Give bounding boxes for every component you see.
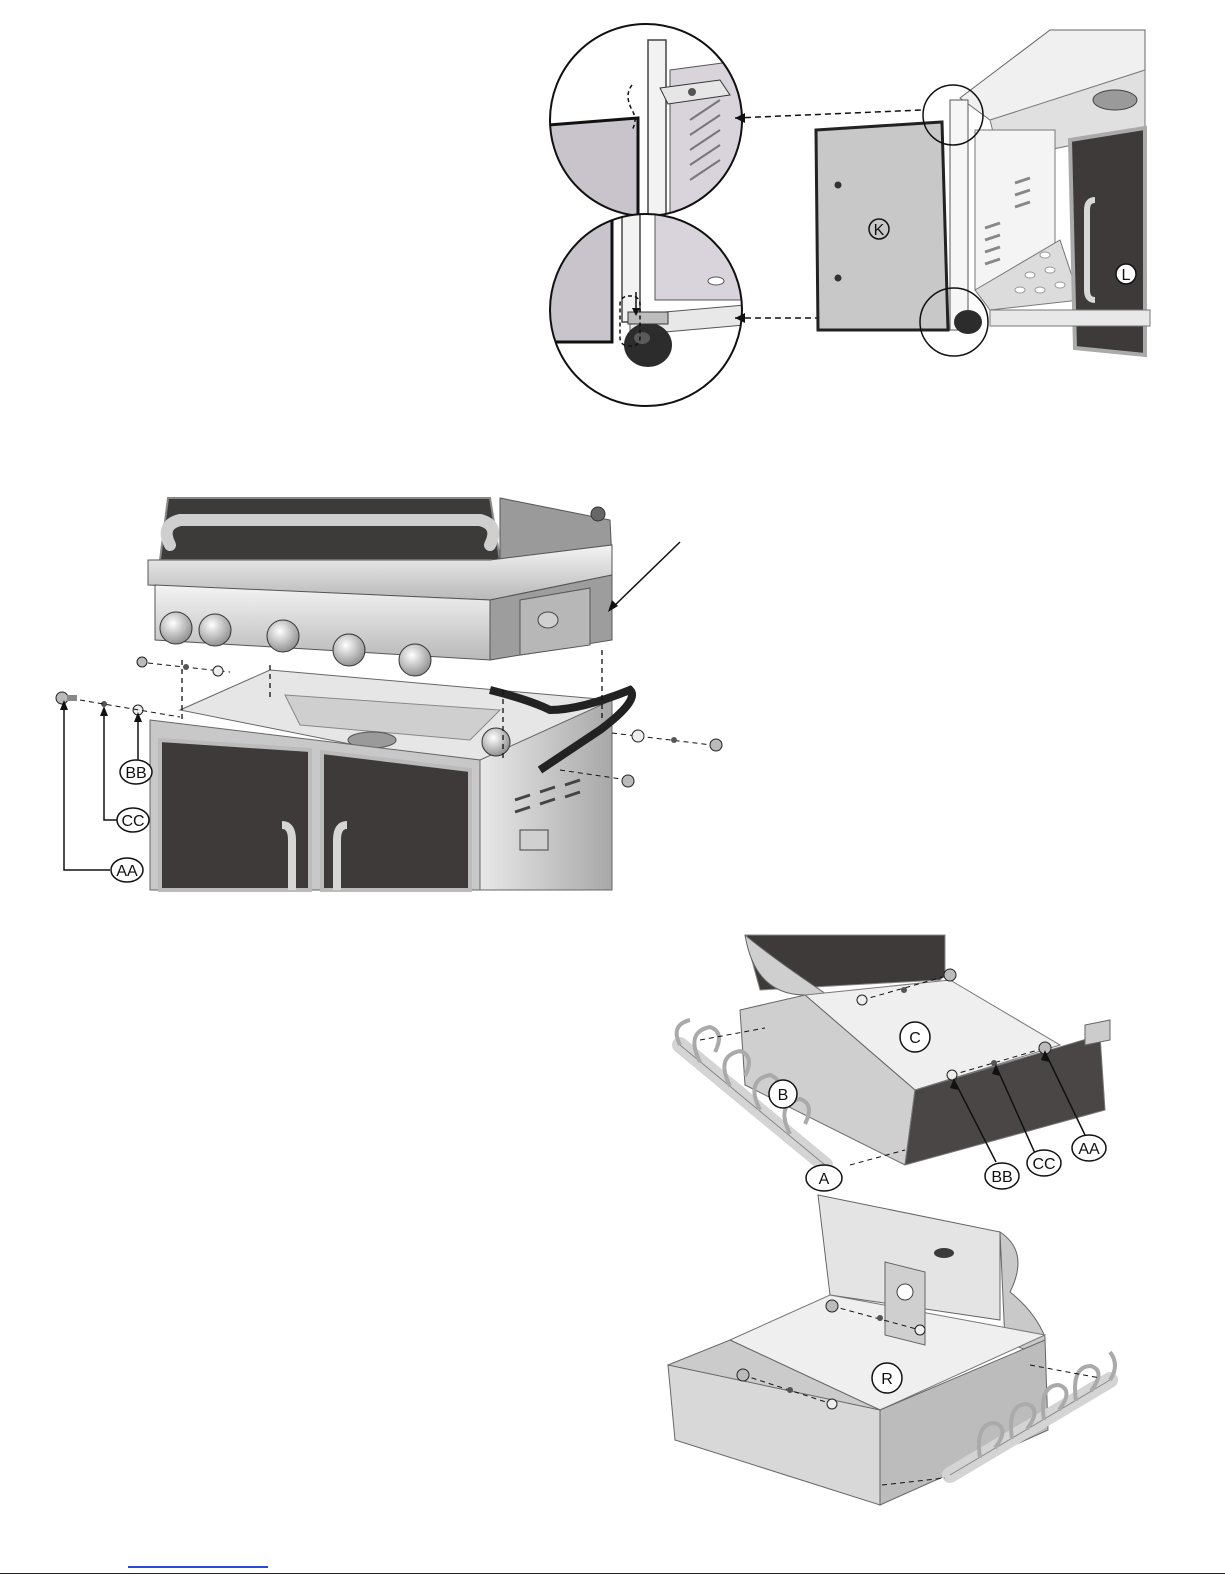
callout-aa-shelf: AA xyxy=(1072,1135,1106,1161)
grill-head-mount-figure: BB CC AA xyxy=(56,498,722,890)
svg-text:A: A xyxy=(819,1171,830,1188)
side-shelf-r-figure: R xyxy=(668,1195,1115,1505)
svg-text:CC: CC xyxy=(1032,1156,1055,1173)
svg-text:AA: AA xyxy=(116,863,138,880)
svg-text:C: C xyxy=(909,1030,921,1047)
label-k: K xyxy=(874,222,885,239)
callout-bb-shelf: BB xyxy=(985,1163,1019,1189)
callout-bb-head: BB xyxy=(120,760,152,784)
svg-text:CC: CC xyxy=(121,813,144,830)
side-shelf-c-figure: C B A BB xyxy=(677,935,1110,1191)
svg-text:B: B xyxy=(778,1087,789,1104)
control-panel xyxy=(148,545,612,676)
callout-cc-head: CC xyxy=(117,808,149,832)
door-install-figure: K L xyxy=(548,22,1150,412)
svg-text:AA: AA xyxy=(1078,1141,1100,1158)
cart-frame: L xyxy=(950,30,1150,355)
svg-text:R: R xyxy=(881,1371,893,1388)
svg-text:BB: BB xyxy=(125,765,146,782)
callout-aa-head: AA xyxy=(111,858,143,882)
callout-cc-shelf: CC xyxy=(1027,1150,1061,1176)
zoom-detail-top-hinge xyxy=(548,22,748,230)
label-l: L xyxy=(1122,267,1131,284)
zoom-detail-bottom-hinge xyxy=(548,212,748,412)
callout-leaders xyxy=(64,706,138,870)
svg-text:BB: BB xyxy=(991,1169,1012,1186)
grill-lid xyxy=(160,498,612,560)
